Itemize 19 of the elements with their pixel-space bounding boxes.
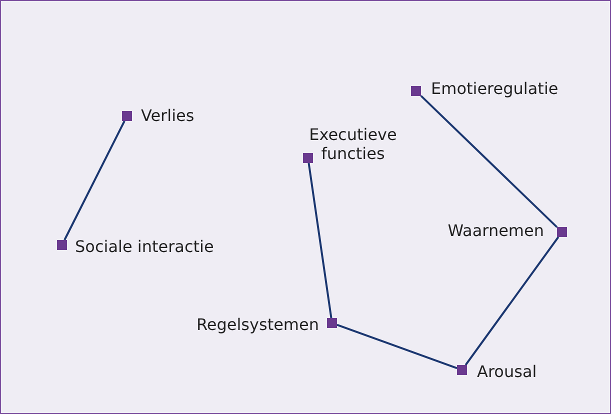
node-label: Emotieregulatie xyxy=(431,79,558,98)
connector-line xyxy=(420,95,558,228)
node-label: Regelsystemen xyxy=(196,315,319,334)
square-marker xyxy=(122,111,132,121)
connector-line xyxy=(336,324,458,370)
square-marker xyxy=(557,227,567,237)
connector-line xyxy=(464,236,560,366)
node-label: Verlies xyxy=(141,106,194,125)
square-marker xyxy=(327,318,337,328)
square-marker xyxy=(411,86,421,96)
square-marker xyxy=(303,153,313,163)
square-marker xyxy=(457,365,467,375)
connector-line xyxy=(64,120,126,240)
square-marker xyxy=(57,240,67,250)
connector-line xyxy=(308,162,332,318)
node-label: Sociale interactie xyxy=(75,237,214,256)
node-label: Executieve functies xyxy=(308,125,398,163)
node-label: Arousal xyxy=(477,362,537,381)
node-label: Waarnemen xyxy=(448,221,544,240)
